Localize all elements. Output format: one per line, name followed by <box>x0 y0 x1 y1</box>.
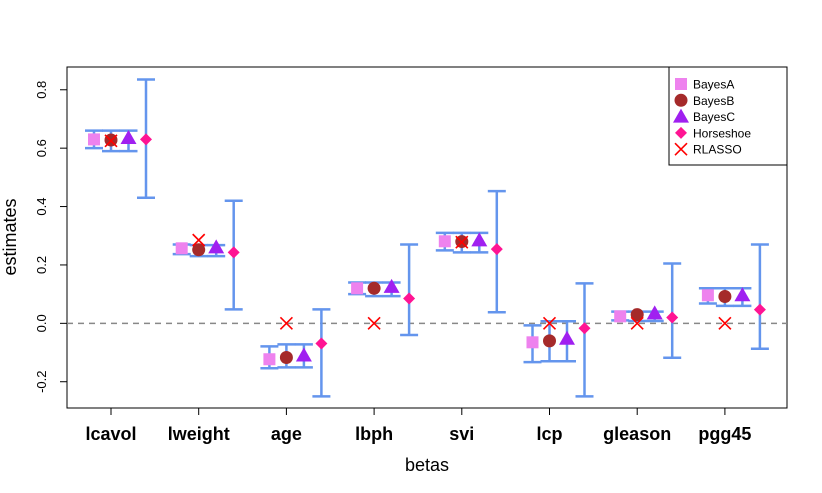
point-bayesc-pgg45 <box>734 287 751 302</box>
point-rlasso-lbph <box>367 316 381 330</box>
point-bayesc-gleason <box>646 305 663 320</box>
y-tick-label: 0.8 <box>34 81 49 99</box>
point-horseshoe-lcp <box>578 322 591 335</box>
legend-box <box>668 66 788 166</box>
point-bayesc-lweight <box>208 239 225 254</box>
point-bayesb-age <box>279 350 293 364</box>
y-tick-label: 0.2 <box>34 256 49 274</box>
point-horseshoe-lcavol <box>140 133 152 146</box>
point-horseshoe-age <box>315 337 328 350</box>
x-tick-label: age <box>271 424 302 444</box>
point-bayesa-lbph <box>351 282 364 295</box>
point-bayesc-lcavol <box>120 129 137 144</box>
y-tick-label: -0.2 <box>34 371 49 393</box>
x-tick-label: gleason <box>603 424 671 444</box>
point-bayesb-lweight <box>192 243 206 257</box>
point-bayesa-gleason <box>614 310 627 323</box>
point-bayesa-lcp <box>526 336 539 349</box>
point-bayesa-lcavol <box>88 133 100 146</box>
legend-label: BayesA <box>693 78 734 92</box>
x-tick-label: lbph <box>355 424 393 444</box>
point-rlasso-lcp <box>542 316 557 330</box>
point-bayesc-lcp <box>559 330 575 345</box>
y-tick-label: 0.6 <box>34 139 49 157</box>
interval-horseshoe-lcp <box>575 282 594 398</box>
point-bayesc-lbph <box>383 278 400 293</box>
legend-marker-horseshoe <box>675 126 687 139</box>
point-rlasso-pgg45 <box>718 316 732 330</box>
point-bayesb-gleason <box>630 308 644 322</box>
point-horseshoe-svi <box>490 243 503 256</box>
point-rlasso-svi <box>455 235 469 249</box>
x-axis-label: betas <box>405 455 449 475</box>
point-bayesb-pgg45 <box>718 289 732 303</box>
plot-frame <box>66 66 788 409</box>
y-tick-label: 0.4 <box>34 198 49 216</box>
legend-label: BayesB <box>693 94 734 108</box>
point-horseshoe-lbph <box>403 292 416 305</box>
point-bayesa-lweight <box>175 242 188 255</box>
legend-marker-rlasso <box>674 142 688 156</box>
interval-horseshoe-age <box>312 308 331 398</box>
legend-label: Horseshoe <box>693 126 751 140</box>
legend-marker-bayesa <box>675 78 687 90</box>
legend-label: BayesC <box>693 110 735 124</box>
legend-label: RLASSO <box>693 143 742 157</box>
point-bayesa-pgg45 <box>701 289 714 302</box>
point-horseshoe-lweight <box>227 246 240 259</box>
point-bayesa-age <box>263 353 276 366</box>
y-axis-label: estimates <box>0 198 20 275</box>
marks <box>85 78 769 398</box>
point-bayesb-lbph <box>367 281 381 295</box>
point-rlasso-lweight <box>192 233 206 247</box>
interval-horseshoe-pgg45 <box>750 243 769 350</box>
point-rlasso-age <box>279 316 293 330</box>
x-tick-label: svi <box>449 424 474 444</box>
interval-horseshoe-lbph <box>400 243 419 337</box>
point-bayesc-svi <box>471 232 488 247</box>
axes: -0.2 0.0 0.2 0.4 0.6 0.8 lcavol lweight age lbph s… <box>34 66 788 444</box>
point-bayesc-age <box>295 347 312 362</box>
legend-marker-bayesb <box>674 93 688 107</box>
x-tick-label: lweight <box>168 424 230 444</box>
interval-horseshoe-gleason <box>663 262 682 360</box>
x-tick-label: lcp <box>536 424 562 444</box>
point-bayesb-lcp <box>543 334 556 348</box>
point-rlasso-lcavol <box>104 134 118 148</box>
point-horseshoe-pgg45 <box>753 303 766 316</box>
point-horseshoe-gleason <box>666 311 679 324</box>
y-tick-label: 0.0 <box>34 314 49 332</box>
point-bayesa-svi <box>438 235 451 248</box>
point-rlasso-gleason <box>630 316 644 330</box>
legend-marker-bayesc <box>673 108 689 123</box>
x-tick-label: pgg45 <box>698 424 751 444</box>
x-tick-label: lcavol <box>85 424 136 444</box>
